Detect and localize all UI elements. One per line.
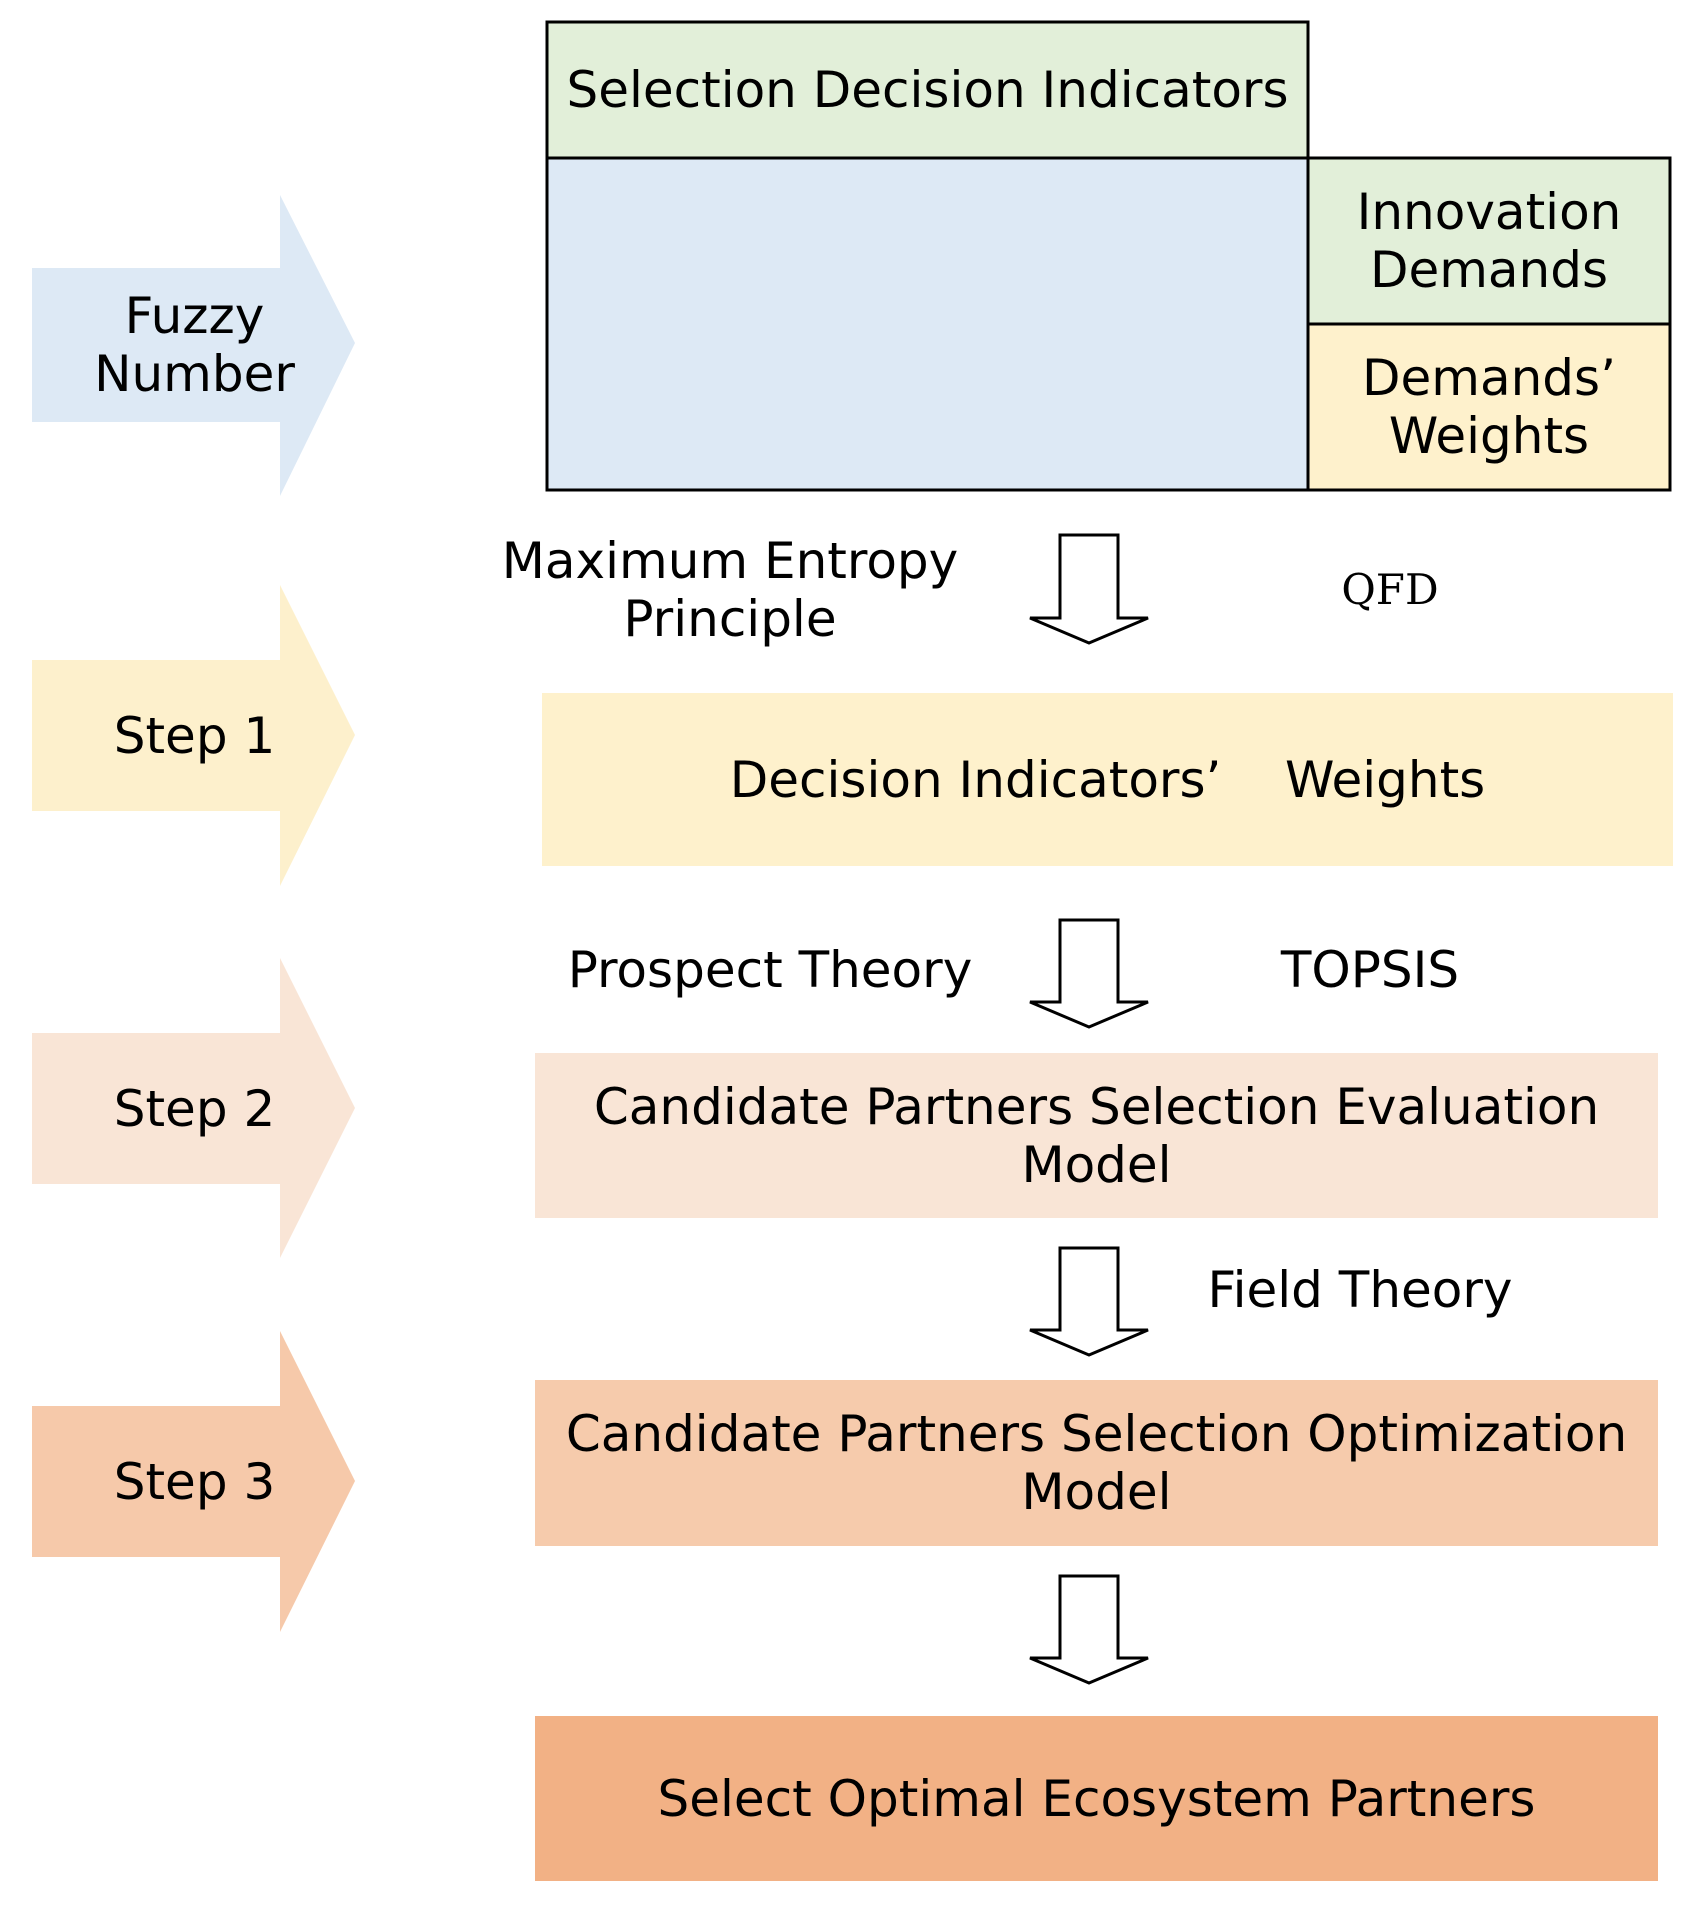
topsis-label: TOPSIS <box>1280 941 1460 999</box>
field-theory-label: Field Theory <box>1207 1261 1513 1319</box>
innovation-demands-label: Innovation Demands <box>1356 183 1622 299</box>
evaluation-model-box <box>535 1053 1658 1218</box>
step-1-arrow <box>32 585 355 886</box>
optimal-partners-box <box>535 1716 1658 1881</box>
max-entropy-label: Maximum Entropy Principle <box>501 532 959 648</box>
step-3-label: Step 3 <box>113 1452 276 1511</box>
down-arrow-4 <box>1029 1574 1149 1685</box>
down-arrow-2 <box>1029 918 1149 1029</box>
fuzzy-number-arrow <box>32 195 355 496</box>
selection-indicators-label: Selection Decision Indicators <box>566 61 1289 119</box>
step-1-label: Step 1 <box>113 706 276 765</box>
down-arrow-3 <box>1029 1246 1149 1357</box>
demands-weights-box <box>1306 322 1672 492</box>
relation-matrix-box <box>545 156 1310 492</box>
down-arrow-1 <box>1029 533 1149 645</box>
optimization-model-box <box>535 1380 1658 1546</box>
innovation-demands-box <box>1306 156 1672 326</box>
prospect-theory-label: Prospect Theory <box>567 941 973 999</box>
qfd-label: QFD <box>1341 565 1439 614</box>
decision-indicators-weights-box <box>542 693 1673 866</box>
step-3-arrow <box>32 1331 355 1632</box>
decision-indicators-weights-label: Decision Indicators’ Weights <box>729 750 1486 809</box>
fuzzy-number-label: Fuzzy Number <box>94 287 295 403</box>
evaluation-model-label: Candidate Partners Selection Evaluation … <box>593 1077 1600 1194</box>
demands-weights-label: Demands’ Weights <box>1362 349 1616 465</box>
selection-indicators-box <box>545 20 1310 160</box>
optimization-model-label: Candidate Partners Selection Optimizatio… <box>565 1405 1628 1521</box>
step-2-label: Step 2 <box>113 1079 276 1138</box>
step-2-arrow <box>32 958 355 1258</box>
optimal-partners-label: Select Optimal Ecosystem Partners <box>657 1769 1536 1828</box>
